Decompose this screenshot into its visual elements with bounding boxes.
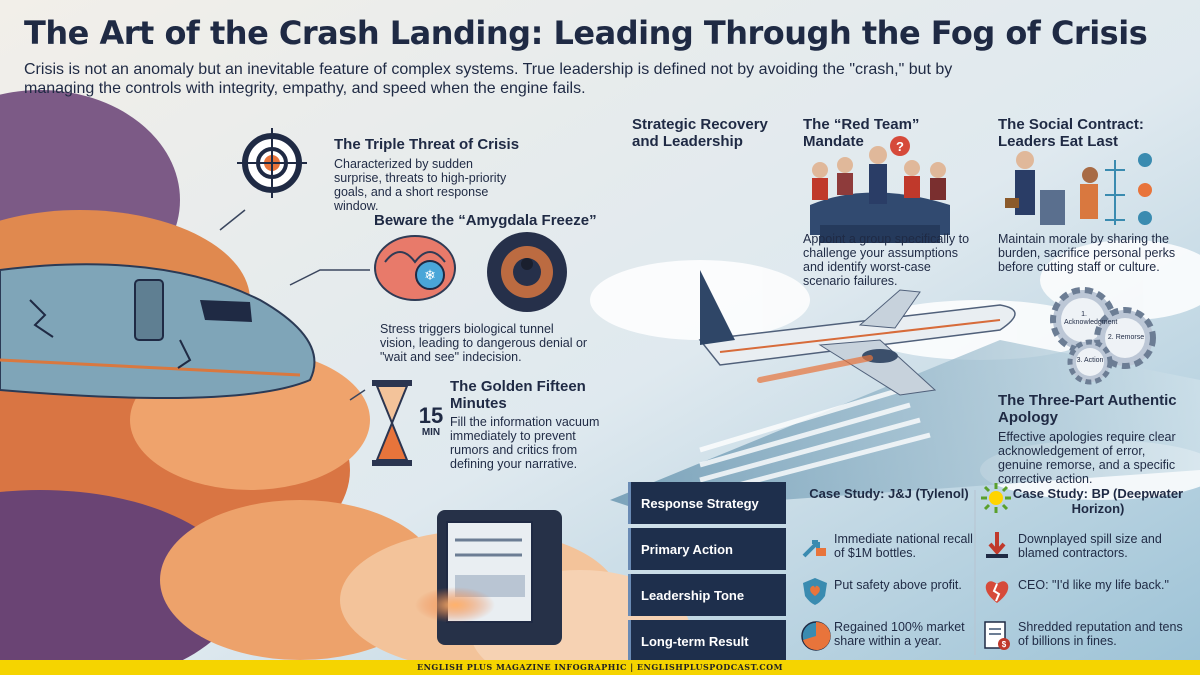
bp-logo-icon (981, 483, 1011, 513)
social-title-wrap: The Social Contract: Leaders Eat Last (998, 116, 1188, 150)
crashing-plane (0, 263, 316, 399)
triple-threat-section: The Triple Threat of Crisis Characterize… (334, 136, 524, 213)
svg-text:$: $ (1002, 640, 1007, 649)
tunnel-vision-icon (487, 232, 567, 312)
svg-text:?: ? (896, 139, 904, 154)
apology-section: The Three-Part Authentic Apology Effecti… (998, 392, 1188, 486)
server-icon (415, 510, 562, 645)
social-title: The Social Contract: Leaders Eat Last (998, 116, 1144, 150)
triple-threat-title: The Triple Threat of Crisis (334, 136, 520, 153)
down-arrow-icon (986, 532, 1008, 558)
recall-arrow-icon (802, 540, 826, 558)
bp-primary-action: Downplayed spill size and blamed contrac… (1018, 532, 1162, 560)
jj-long-term-result: Regained 100% market share within a year… (834, 620, 965, 648)
triple-threat-body: Characterized by sudden surprise, threat… (334, 157, 507, 213)
amygdala-section: Beware the “Amygdala Freeze” (374, 212, 604, 229)
apology-body: Effective apologies require clear acknow… (998, 430, 1176, 486)
timer-unit: MIN (421, 427, 441, 438)
comparison-table: Response Strategy Primary Action Leaders… (628, 482, 1188, 662)
jj-primary-action: Immediate national recall of $1M bottles… (834, 532, 973, 560)
amygdala-title: Beware the “Amygdala Freeze” (374, 212, 597, 229)
pie-chart-icon (801, 621, 831, 651)
page-title: The Art of the Crash Landing: Leading Th… (24, 14, 1148, 52)
fines-document-icon: $ (984, 621, 1010, 650)
landing-plane (698, 270, 1016, 396)
red-team-meeting-icon: ? (810, 136, 950, 243)
table-header-label: Response Strategy (628, 482, 786, 524)
hourglass-icon (372, 380, 412, 466)
red-team-title-wrap: The “Red Team” Mandate (803, 116, 933, 150)
strategic-title: Strategic Recovery and Leadership (632, 116, 768, 150)
amygdala-body: Stress triggers biological tunnel vision… (380, 322, 588, 364)
apology-gears (1050, 287, 1156, 385)
table-row-label-leadership-tone: Leadership Tone (628, 574, 786, 616)
golden-section: The Golden Fifteen Minutes Fill the info… (450, 378, 600, 471)
gear-label-3: 3. Action (1076, 357, 1104, 364)
table-row-label-long-term-result: Long-term Result (628, 620, 786, 662)
page-subtitle: Crisis is not an anomaly but an inevitab… (24, 61, 953, 97)
target-icon (237, 128, 307, 198)
bp-long-term-result: Shredded reputation and tens of billions… (1018, 620, 1183, 648)
golden-body: Fill the information vacuum immediately … (450, 415, 600, 471)
table-col-jj: Case Study: J&J (Tylenol) (809, 486, 969, 501)
shield-heart-icon (803, 578, 827, 605)
table-row-label-primary-action: Primary Action (628, 528, 786, 570)
broken-heart-icon (985, 581, 1009, 603)
red-team-body-wrap: Appoint a group specifically to challeng… (803, 232, 973, 288)
red-team-body: Appoint a group specifically to challeng… (803, 232, 970, 288)
brain-icon: ❄ (374, 235, 456, 301)
red-team-title: The “Red Team” Mandate (803, 116, 920, 150)
social-body-wrap: Maintain morale by sharing the burden, s… (998, 232, 1188, 274)
social-contract-icon (1005, 151, 1152, 225)
gear-label-2: 2. Remorse (1107, 334, 1145, 341)
timer-label: 15 MIN (416, 403, 446, 439)
bp-leadership-tone: CEO: "I'd like my life back." (1018, 578, 1169, 592)
strategic-section: Strategic Recovery and Leadership (632, 116, 772, 150)
jj-leadership-tone: Put safety above profit. (834, 578, 962, 592)
apology-title: The Three-Part Authentic Apology (998, 392, 1177, 426)
timer-number: 15 (418, 403, 444, 428)
golden-title: The Golden Fifteen Minutes (450, 378, 586, 412)
footer-banner: ENGLISH PLUS MAGAZINE INFOGRAPHIC | ENGL… (0, 660, 1200, 675)
social-body: Maintain morale by sharing the burden, s… (998, 232, 1176, 274)
svg-text:❄: ❄ (424, 267, 436, 283)
gear-label-1: 1. Acknowledgment (1064, 311, 1118, 326)
table-col-bp: Case Study: BP (Deepwater Horizon) (1012, 486, 1184, 516)
amygdala-body-wrap: Stress triggers biological tunnel vision… (380, 322, 590, 364)
